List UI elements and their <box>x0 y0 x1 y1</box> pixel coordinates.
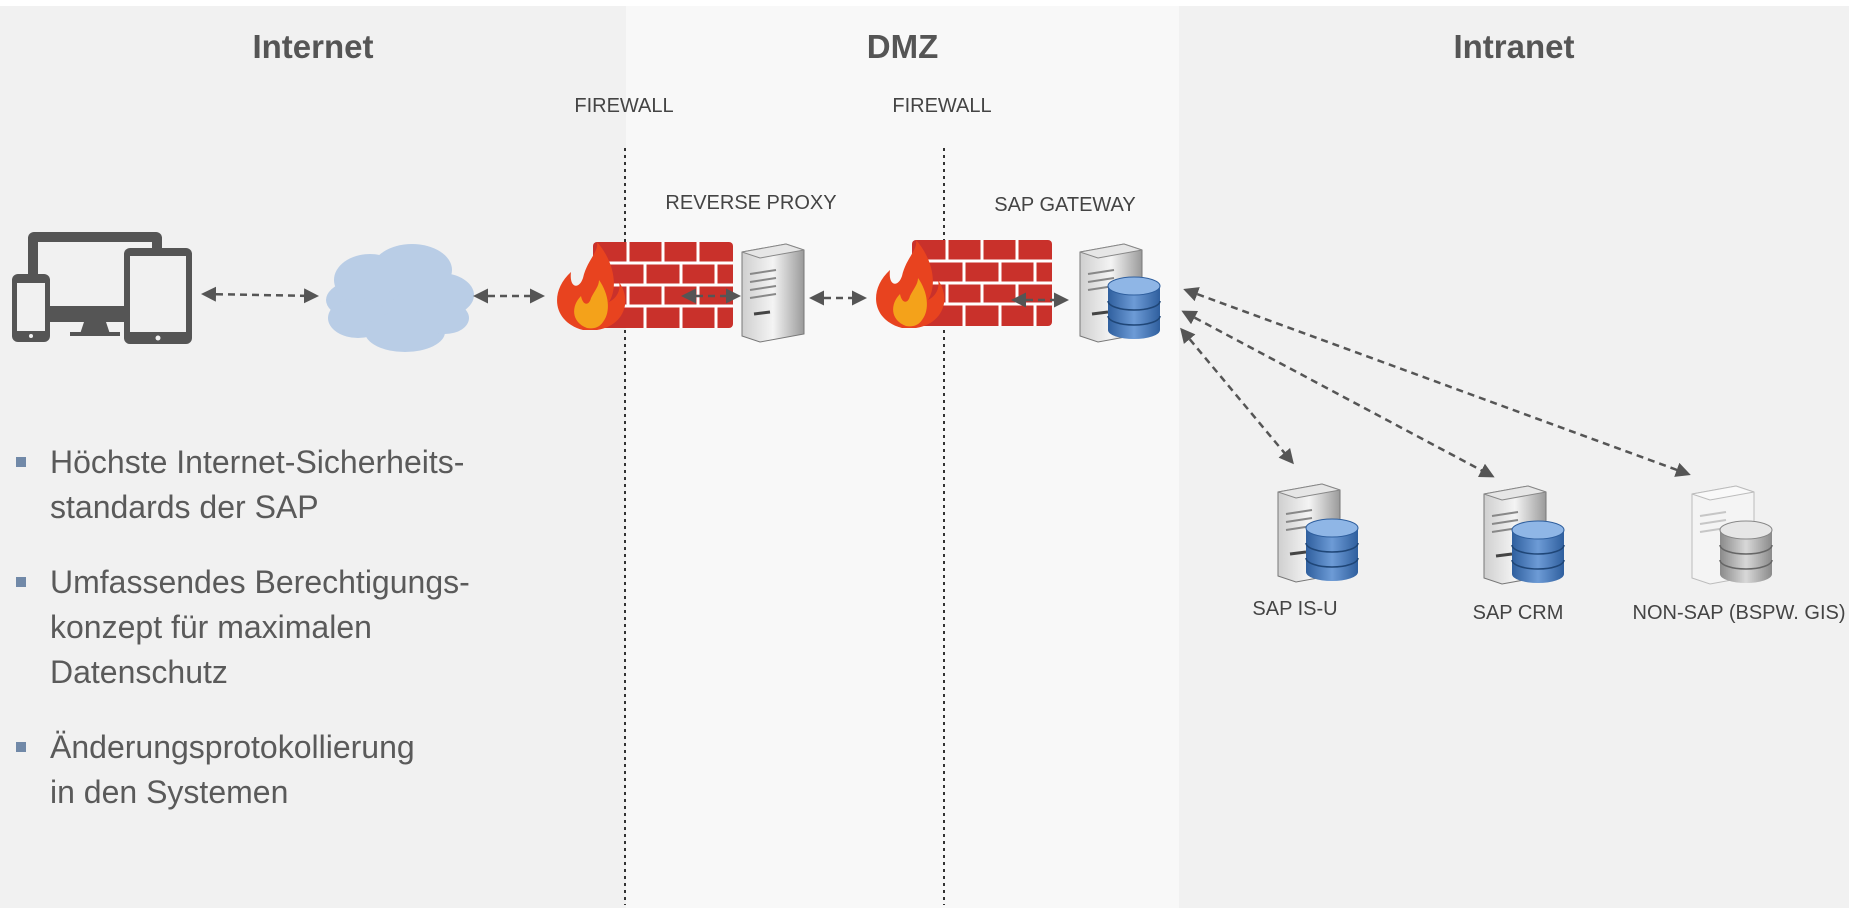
zone-title-intranet: Intranet <box>1453 28 1575 65</box>
feature-line: in den Systemen <box>50 774 289 810</box>
sap-crm-database-icon <box>1511 520 1565 583</box>
zone-internet: Internet <box>0 6 626 908</box>
bullet-marker <box>16 457 26 467</box>
sap-gateway-label: SAP GATEWAY <box>994 194 1136 216</box>
reverse-proxy-label: REVERSE PROXY <box>665 192 837 214</box>
feature-line: Umfassendes Berechtigungs- <box>50 564 470 600</box>
sap-gateway-database-icon <box>1107 276 1161 339</box>
zone-title-internet: Internet <box>252 28 374 65</box>
bullet-marker <box>16 742 26 752</box>
firewall-label-1: FIREWALL <box>574 95 674 117</box>
arrow-devices-cloud <box>201 286 319 304</box>
zone-title-dmz: DMZ <box>866 28 939 65</box>
devices-icon <box>12 232 192 344</box>
feature-list: Höchste Internet-Sicherheits- standards … <box>14 440 574 845</box>
firewall-icon-1 <box>557 242 733 330</box>
cloud-icon <box>326 244 474 352</box>
reverse-proxy-server-icon <box>741 243 805 343</box>
non-sap-database-icon <box>1719 520 1773 583</box>
zone-dmz: DMZ <box>626 6 1179 908</box>
feature-line: standards der SAP <box>50 489 319 525</box>
arrow-gateway-is-u <box>1180 327 1294 465</box>
feature-line: Datenschutz <box>50 654 228 690</box>
feature-item: Höchste Internet-Sicherheits- standards … <box>14 440 574 530</box>
bullet-marker <box>16 577 26 587</box>
arrow-gateway-crm <box>1181 310 1495 478</box>
feature-line: Änderungsprotokollierung <box>50 729 415 765</box>
sap-crm-label: SAP CRM <box>1472 602 1564 624</box>
feature-line: konzept für maximalen <box>50 609 372 645</box>
firewall-label-2: FIREWALL <box>892 95 992 117</box>
feature-item: Änderungsprotokollierung in den Systemen <box>14 725 574 815</box>
sap-is-u-database-icon <box>1305 518 1359 581</box>
feature-line: Höchste Internet-Sicherheits- <box>50 444 465 480</box>
sap-is-u-label: SAP IS-U <box>1252 598 1338 620</box>
arrow-gateway-non-sap <box>1183 287 1691 477</box>
non-sap-label: NON-SAP (BSPW. GIS) <box>1632 602 1846 624</box>
feature-item: Umfassendes Berechtigungs- konzept für m… <box>14 560 574 695</box>
firewall-icon-2 <box>876 240 1052 328</box>
